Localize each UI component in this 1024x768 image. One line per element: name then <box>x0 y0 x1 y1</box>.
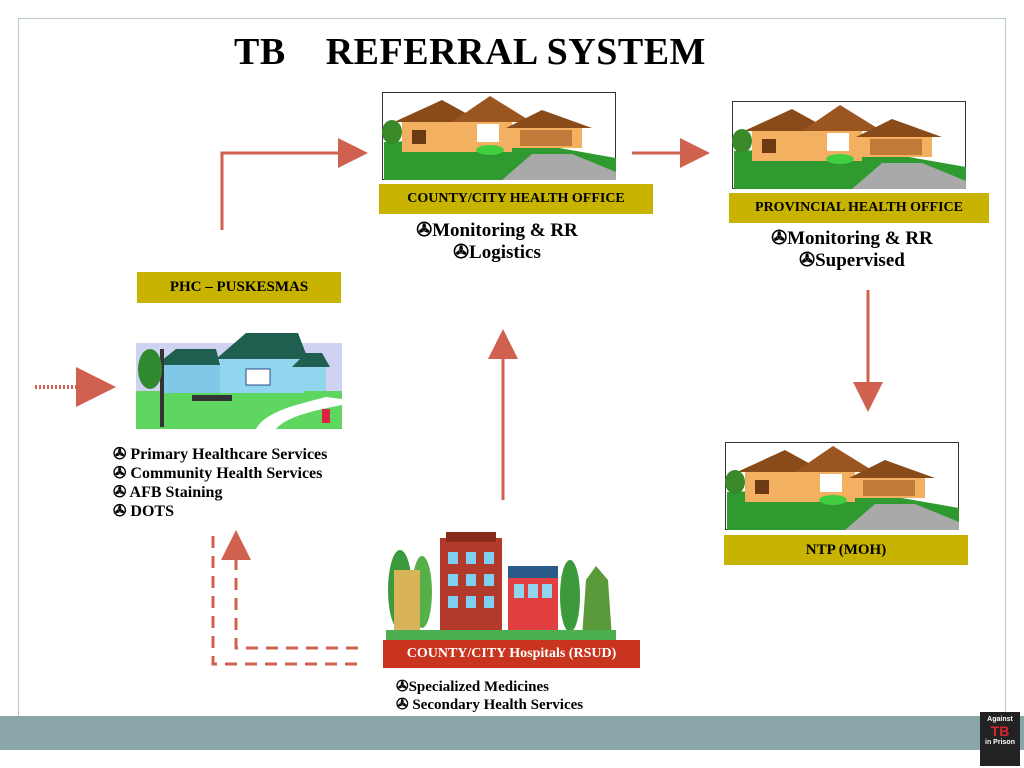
ntp-house-image <box>725 442 959 530</box>
county-office-house-image <box>382 92 616 180</box>
arrow-hospital-to-phc-dashed <box>221 530 358 650</box>
arrow-phc-to-county <box>220 138 368 230</box>
phc-services-list: ✇ Primary Healthcare Services ✇ Communit… <box>113 446 373 522</box>
arrow-phc-to-hospital-dashed <box>211 536 358 666</box>
hospital-services-list: ✇Specialized Medicines ✇ Secondary Healt… <box>396 679 656 714</box>
phc-label: PHC – PUSKESMAS <box>137 272 341 303</box>
list-item: ✇Monitoring & RR <box>416 220 578 241</box>
list-item: ✇ Secondary Health Services <box>396 696 584 713</box>
provincial-office-functions: ✇Monitoring & RR ✇Supervised <box>735 228 969 273</box>
county-office-functions: ✇Monitoring & RR ✇Logistics <box>380 220 614 265</box>
logo-line3: in Prison <box>985 739 1015 747</box>
logo-line2: TB <box>990 722 1010 739</box>
list-item: ✇Supervised <box>799 250 905 272</box>
bottom-band <box>0 716 1024 750</box>
list-item: ✇ Primary Healthcare Services <box>113 446 328 463</box>
list-item: ✇Specialized Medicines <box>396 679 549 695</box>
phc-house-image <box>136 325 342 429</box>
logo-line1: Against <box>987 716 1013 723</box>
against-tb-logo: Against TB in Prison <box>980 712 1020 766</box>
page-title: TB REFERRAL SYSTEM <box>234 31 706 73</box>
list-item: ✇ Community Health Services <box>113 464 323 482</box>
provincial-office-house-image <box>732 101 966 189</box>
county-health-office-label: COUNTY/CITY HEALTH OFFICE <box>379 184 653 214</box>
list-item: ✇Logistics <box>453 242 541 264</box>
list-item: ✇ AFB Staining <box>113 483 223 501</box>
provincial-health-office-label: PROVINCIAL HEALTH OFFICE <box>729 193 989 223</box>
list-item: ✇ DOTS <box>113 502 174 520</box>
list-item: ✇Monitoring & RR <box>771 228 933 249</box>
hospital-image <box>386 530 616 640</box>
hospitals-label: COUNTY/CITY Hospitals (RSUD) <box>383 640 640 668</box>
ntp-label: NTP (MOH) <box>724 535 968 565</box>
